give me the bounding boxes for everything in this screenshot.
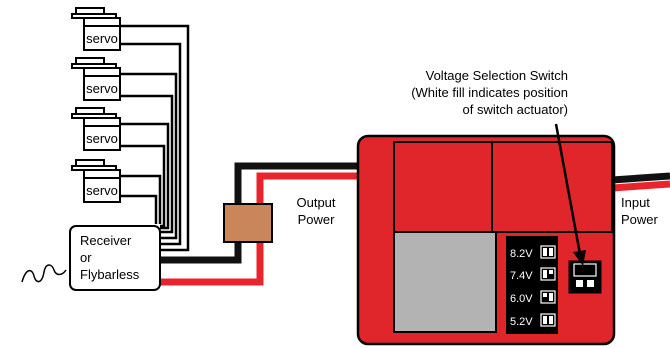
output-power-label-line2: Power (298, 212, 336, 227)
output-power-label-line1: Output (296, 195, 335, 210)
servo-4: servo (71, 159, 121, 203)
input-power-label-line2: Power (621, 212, 659, 227)
receiver-label-line1: Receiver (80, 233, 132, 248)
callout-line1: Voltage Selection Switch (426, 68, 568, 83)
dip-switch-8-2v (540, 245, 556, 259)
callout: Voltage Selection Switch (White fill ind… (411, 68, 586, 266)
servo-wires (120, 24, 190, 252)
callout-arrow (554, 123, 582, 255)
input-power-wires (611, 172, 670, 192)
antenna-wire (21, 264, 67, 283)
input-power-label-line1: Input (621, 195, 650, 210)
dip-switch-5-2v (540, 313, 556, 327)
receiver-label-line3: Flybarless (80, 267, 140, 282)
dip-switch-7-4v (540, 267, 556, 281)
voltage-option-6-0v: 6.0V (510, 293, 533, 305)
receiver: Receiver or Flybarless (69, 225, 161, 291)
servo-label: servo (86, 31, 118, 46)
callout-line3: of switch actuator) (463, 102, 569, 117)
servo-1: servo (71, 7, 121, 51)
dip-switch-6-0v (540, 290, 556, 304)
voltage-regulator: 8.2V 7.4V 6.0V 5.2V (356, 134, 616, 346)
voltage-option-8-2v: 8.2V (510, 248, 533, 260)
voltage-option-5-2v: 5.2V (510, 316, 533, 328)
servo-label: servo (86, 131, 118, 146)
servo-2: servo (71, 57, 121, 101)
servo-label: servo (86, 183, 118, 198)
callout-arrowhead (573, 250, 586, 266)
servo-label: servo (86, 81, 118, 96)
regulator-top-right-panel (491, 141, 613, 233)
heatsink (393, 231, 497, 333)
receiver-label-line2: or (80, 250, 92, 265)
power-connector (223, 203, 273, 243)
servo-3: servo (71, 107, 121, 151)
voltage-option-7-4v: 7.4V (510, 270, 533, 282)
callout-line2: (White fill indicates position (411, 85, 568, 100)
regulator-top-left-panel (393, 141, 493, 233)
